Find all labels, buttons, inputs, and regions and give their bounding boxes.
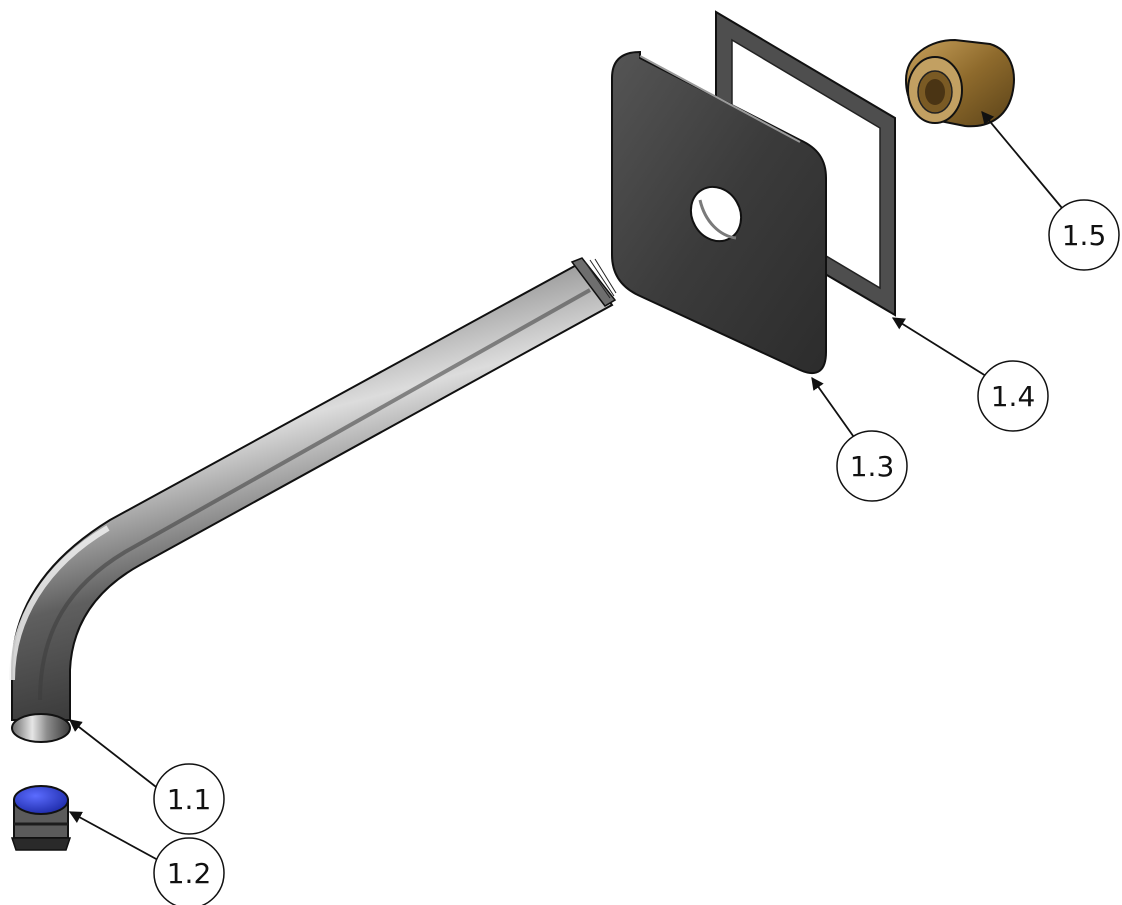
callout-1-3: 1.3 (836, 430, 908, 502)
brass-fitting (904, 38, 1015, 128)
callout-label-1-3: 1.3 (850, 450, 895, 483)
callout-label-1-5: 1.5 (1062, 219, 1107, 252)
callout-label-1-1: 1.1 (167, 783, 212, 816)
aerator (10, 785, 72, 851)
callout-label-1-4: 1.4 (991, 380, 1036, 413)
spout-pipe (9, 257, 617, 743)
leader-1-5 (981, 111, 1063, 209)
leader-1-2 (68, 811, 159, 861)
callout-1-2: 1.2 (153, 837, 225, 905)
callout-1-5: 1.5 (1048, 199, 1120, 271)
callout-label-1-2: 1.2 (167, 857, 212, 890)
callout-1-1: 1.1 (153, 763, 225, 835)
pipe-thread (570, 257, 617, 307)
leader-1-1 (69, 719, 161, 791)
wall-plate (611, 50, 827, 375)
callout-1-4: 1.4 (977, 360, 1049, 432)
leader-1-3 (811, 376, 857, 441)
leader-1-4 (891, 317, 987, 377)
